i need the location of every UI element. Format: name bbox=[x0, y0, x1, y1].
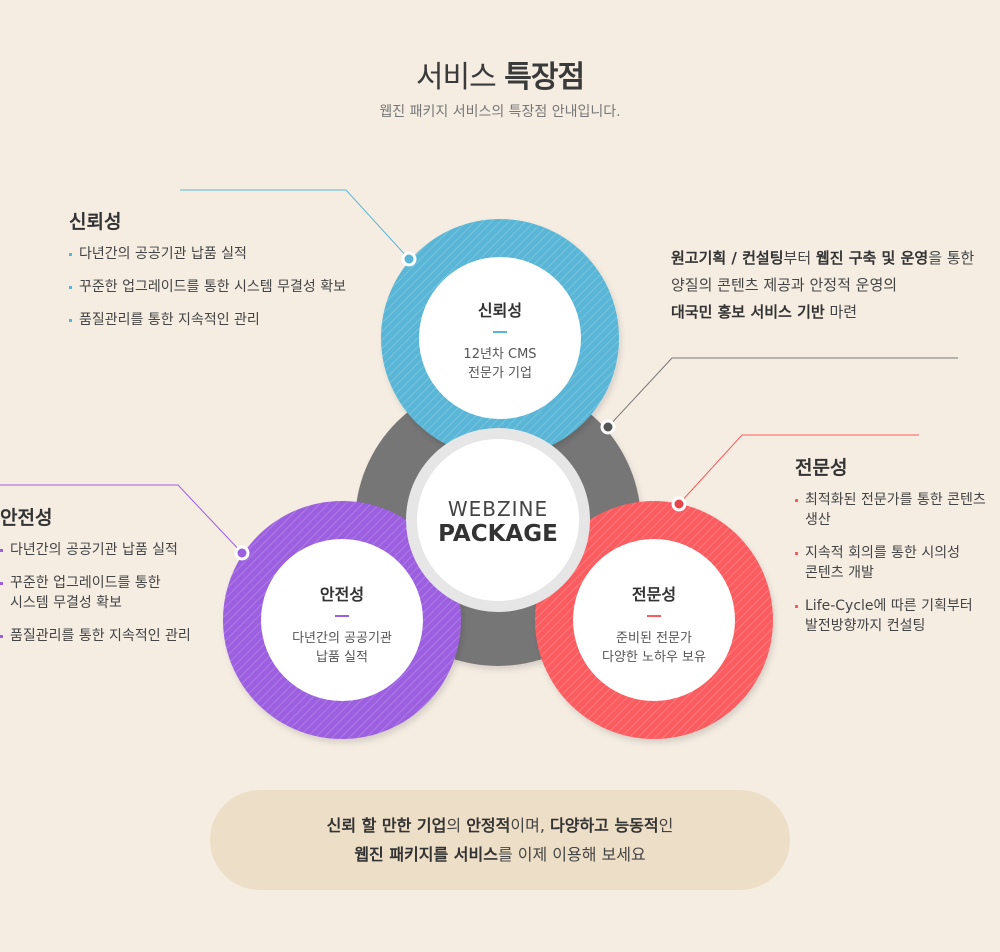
center-circle bbox=[417, 439, 579, 601]
circle-expertise-text: 전문성 준비된 전문가 다양한 노하우 보유 bbox=[574, 581, 734, 667]
circle-expertise bbox=[535, 501, 773, 739]
planning-line3: 대국민 홍보 서비스 기반 마련 bbox=[671, 303, 858, 321]
list-item: 최적화된 전문가를 통한 콘텐츠 bbox=[795, 490, 1000, 510]
center-label: WEBZINE PACKAGE bbox=[418, 497, 578, 547]
list-item: 시스템 무결성 확보 bbox=[10, 595, 122, 611]
connector-reliability bbox=[180, 189, 410, 260]
dot-expertise bbox=[671, 496, 687, 512]
section-expertise-heading: 전문성 bbox=[795, 457, 848, 479]
circle-reliability-desc2: 전문가 기업 bbox=[468, 366, 532, 381]
section-reliability-list: 다년간의 공공기관 납품 실적 꾸준한 업그레이드를 통한 시스템 무결성 확보… bbox=[69, 244, 399, 330]
list-item: 꾸준한 업그레이드를 통한 bbox=[0, 573, 220, 593]
section-reliability: 신뢰성 다년간의 공공기관 납품 실적 꾸준한 업그레이드를 통한 시스템 무결… bbox=[69, 207, 399, 343]
circle-safety-desc2: 납품 실적 bbox=[316, 650, 368, 665]
title-light: 서비스 bbox=[415, 60, 497, 95]
title-bold: 특장점 bbox=[504, 60, 585, 95]
circle-expertise-desc1: 준비된 전문가 bbox=[616, 631, 692, 646]
dot-reliability bbox=[401, 251, 417, 267]
page-subtitle: 웹진 패키지 서비스의 특장점 안내입니다. bbox=[379, 104, 621, 120]
circle-safety bbox=[223, 501, 461, 739]
footer-line2: 웹진 패키지를 서비스를 이제 이용해 보세요 bbox=[354, 845, 646, 864]
connector-planning bbox=[607, 357, 958, 428]
list-item: 품질관리를 통한 지속적인 관리 bbox=[0, 626, 220, 646]
circle-reliability-desc1: 12년차 CMS bbox=[463, 347, 537, 362]
list-item: 다년간의 공공기관 납품 실적 bbox=[0, 540, 220, 560]
section-expertise-list: 최적화된 전문가를 통한 콘텐츠 생산 지속적 회의를 통한 시의성 콘텐츠 개… bbox=[795, 490, 1000, 636]
list-item: 콘텐츠 개발 bbox=[805, 565, 874, 581]
connector-expertise bbox=[678, 434, 919, 505]
list-item: 다년간의 공공기관 납품 실적 bbox=[69, 244, 399, 264]
list-item: 생산 bbox=[805, 512, 831, 528]
circle-reliability bbox=[381, 219, 619, 457]
circle-reliability-bar bbox=[493, 331, 507, 333]
section-safety-heading: 안전성 bbox=[0, 507, 53, 529]
circle-expertise-bar bbox=[647, 615, 661, 617]
section-planning: 원고기획 / 컨설팅부터 웹진 구축 및 운영을 통한 양질의 콘텐츠 제공과 … bbox=[671, 245, 1000, 326]
circle-expertise-desc2: 다양한 노하우 보유 bbox=[602, 650, 706, 665]
circle-expertise-title: 전문성 bbox=[631, 585, 677, 604]
dot-safety bbox=[234, 545, 250, 561]
circle-safety-desc1: 다년간의 공공기관 bbox=[292, 631, 392, 646]
list-item: 발전방향까지 컨설팅 bbox=[805, 618, 926, 634]
planning-line2: 양질의 콘텐츠 제공과 안정적 운영의 bbox=[671, 276, 898, 294]
connector-safety bbox=[0, 484, 243, 554]
page-title: 서비스 특장점 bbox=[0, 52, 1000, 96]
list-item: Life-Cycle에 따른 기획부터 bbox=[795, 596, 1000, 616]
list-item: 품질관리를 통한 지속적인 관리 bbox=[69, 310, 399, 330]
section-safety-list: 다년간의 공공기관 납품 실적 꾸준한 업그레이드를 통한 시스템 무결성 확보… bbox=[0, 540, 220, 646]
center-line1: WEBZINE bbox=[447, 497, 549, 521]
circle-safety-title: 안전성 bbox=[319, 585, 365, 604]
list-item: 꾸준한 업그레이드를 통한 시스템 무결성 확보 bbox=[69, 277, 399, 297]
list-item: 지속적 회의를 통한 시의성 bbox=[795, 543, 1000, 563]
section-safety: 안전성 다년간의 공공기관 납품 실적 꾸준한 업그레이드를 통한 시스템 무결… bbox=[0, 503, 220, 659]
section-expertise: 전문성 최적화된 전문가를 통한 콘텐츠 생산 지속적 회의를 통한 시의성 콘… bbox=[795, 453, 1000, 649]
circle-safety-bar bbox=[335, 615, 349, 617]
circle-reliability-title: 신뢰성 bbox=[477, 301, 523, 320]
circle-safety-text: 안전성 다년간의 공공기관 납품 실적 bbox=[262, 581, 422, 667]
dot-planning bbox=[600, 419, 616, 435]
circle-reliability-text: 신뢰성 12년차 CMS 전문가 기업 bbox=[420, 297, 580, 383]
planning-line1: 원고기획 / 컨설팅부터 웹진 구축 및 운영을 통한 bbox=[671, 249, 975, 267]
footer-line1: 신뢰 할 만한 기업의 안정적이며, 다양하고 능동적인 bbox=[326, 816, 674, 835]
center-line2: PACKAGE bbox=[438, 521, 558, 547]
footer-banner: 신뢰 할 만한 기업의 안정적이며, 다양하고 능동적인 웹진 패키지를 서비스… bbox=[210, 790, 790, 890]
section-reliability-heading: 신뢰성 bbox=[69, 211, 122, 233]
